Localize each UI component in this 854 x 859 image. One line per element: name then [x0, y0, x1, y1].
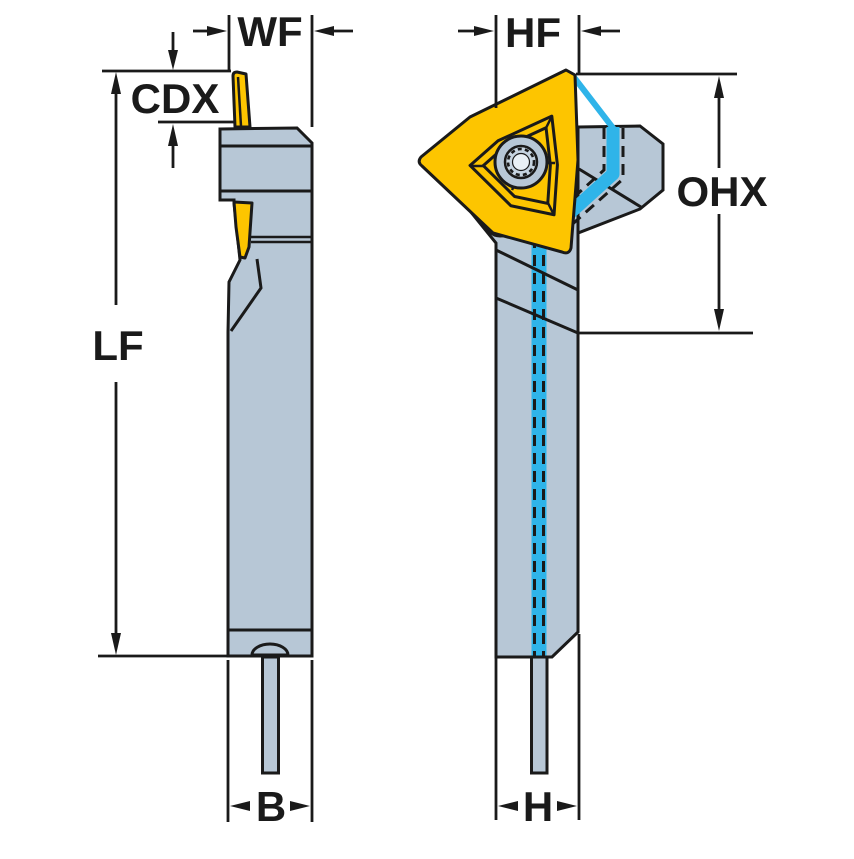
side-bottom-pin: [261, 655, 280, 775]
dimension-wf: WF: [193, 8, 353, 127]
dimension-b: B: [226, 660, 314, 830]
front-head: [576, 124, 665, 236]
front-head-edge-line: [578, 167, 642, 209]
dimension-cdx: CDX: [102, 32, 236, 168]
side-insert-top-blade: [231, 70, 252, 129]
ohx-label: OHX: [676, 168, 767, 215]
front-shank: [462, 204, 580, 659]
b-label: B: [256, 783, 286, 830]
lf-label: LF: [92, 322, 143, 369]
front-insert: [417, 68, 580, 255]
coolant-channel-shank: [531, 237, 547, 656]
insert-groove-outer: [470, 116, 557, 215]
hf-label: HF: [505, 9, 561, 56]
side-body: [218, 126, 314, 658]
coolant-jet: [570, 73, 616, 131]
front-bottom-pin: [530, 655, 549, 775]
dimensions: WF CDX LF B: [92, 8, 767, 830]
dimension-h: H: [494, 634, 581, 830]
side-view: [218, 70, 314, 775]
cdx-label: CDX: [131, 75, 220, 122]
h-label: H: [523, 783, 553, 830]
insert-screw: [493, 134, 549, 190]
side-body-detail-lines: [220, 144, 312, 632]
dimension-ohx: OHX: [576, 72, 768, 335]
wf-label: WF: [237, 8, 302, 55]
side-insert-front-blade: [232, 200, 254, 260]
dimension-hf: HF: [458, 9, 620, 108]
side-bottom-dome: [250, 642, 290, 657]
dimension-lf: LF: [92, 72, 230, 658]
front-view: [417, 68, 665, 775]
neck-transition-lines: [495, 248, 579, 335]
